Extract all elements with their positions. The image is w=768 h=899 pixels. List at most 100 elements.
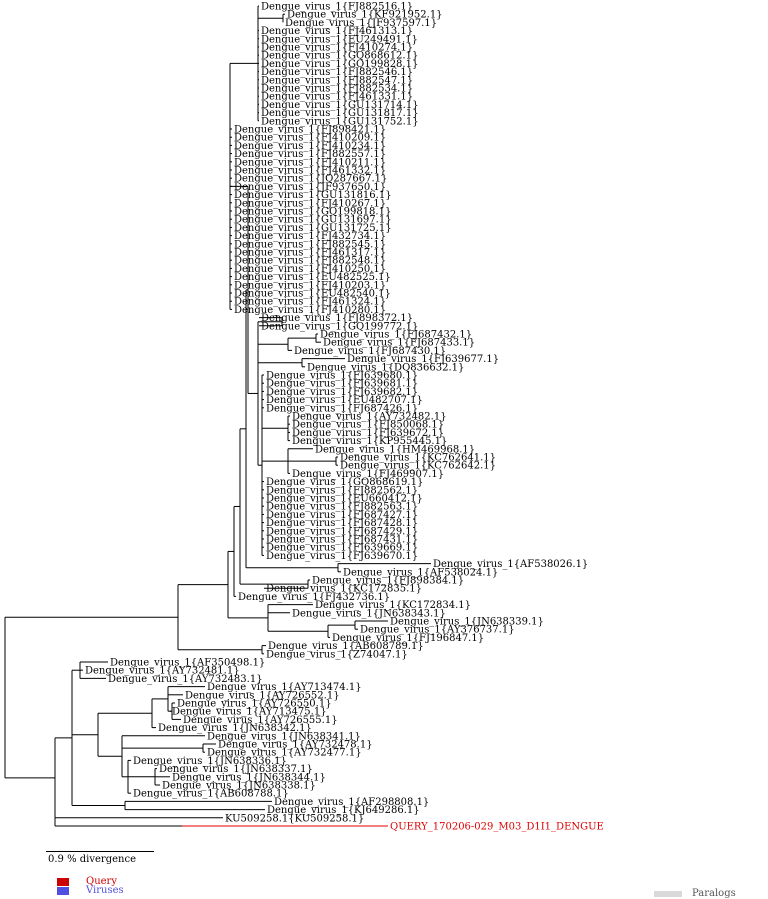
leaf-label: Dengue_virus_1{EU249491.1}	[261, 34, 418, 45]
leaf-label: Dengue_virus_1{FJ687431.1}	[266, 535, 418, 546]
leaf-label: Dengue_virus_1{FJ687426.1}	[266, 403, 418, 414]
query-leaf-label: QUERY_170206-029_M03_D1I1_DENGUE	[390, 822, 604, 833]
leaf-label: Dengue_virus_1{GQ199818.1}	[234, 207, 391, 218]
leaf-label: Dengue_virus_1{GU131752.1}	[261, 116, 419, 127]
leaf-label: Dengue_virus_1{AY726550.1}	[177, 699, 332, 710]
leaf-label: Dengue_virus_1{FJ461317.1}	[234, 248, 386, 259]
leaf-label: Dengue_virus_1{FJ639677.1}	[347, 354, 499, 365]
leaf-label: Dengue_virus_1{FJ882548.1}	[234, 256, 386, 267]
leaf-label: Dengue_virus_1{JN638343.1}	[292, 608, 446, 619]
leaf-label: Dengue_virus_1{FJ461324.1}	[234, 297, 386, 308]
leaf-label: Dengue_virus_1{KC172835.1}	[266, 584, 422, 595]
leaf-label: Dengue_virus_1{EU482707.1}	[266, 395, 423, 406]
tree-branches	[4, 5, 431, 827]
leaf-label: Dengue_virus_1{FJ687432.1}	[320, 330, 472, 341]
leaf-label: Dengue_virus_1{GQ868612.1}	[261, 51, 418, 62]
leaf-label: Dengue_virus_1{FJ898372.1}	[261, 313, 413, 324]
leaf-label: Dengue_virus_1{Z74047.1}	[266, 649, 408, 660]
leaf-label: Dengue_virus_1{FJ410203.1}	[234, 280, 386, 291]
leaf-label: Dengue_virus_1{AF298808.1}	[274, 797, 429, 808]
leaf-label: Dengue_virus_1{FJ882546.1}	[261, 67, 413, 78]
leaf-label: Dengue_virus_1{AF350498.1}	[110, 658, 265, 669]
leaf-label: Dengue_virus_1{GU131817.1}	[261, 108, 419, 119]
leaf-label: Dengue_virus_1{JN638341.1}	[207, 731, 361, 742]
leaf-label: Dengue_virus_1{FJ687427.1}	[266, 510, 418, 521]
leaf-label: Dengue_virus_1{FJ898384.1}	[312, 576, 464, 587]
legend-query-label: Query	[86, 876, 117, 887]
leaf-label: Dengue_virus_1{AY376737.1}	[360, 625, 515, 636]
leaf-label: Dengue_virus_1{JF937650.1}	[234, 182, 386, 193]
leaf-label: Dengue_virus_1{FJ882563.1}	[266, 502, 418, 513]
leaf-label: KU509258.1{KU509258.1}	[225, 813, 364, 824]
leaf-label: Dengue_virus_1{AY713474.1}	[207, 682, 362, 693]
leaf-label: Dengue_virus_1{FJ882557.1}	[234, 149, 386, 160]
leaf-label: Dengue_virus_1{KC762641.1}	[340, 453, 496, 464]
leaf-label: Dengue_virus_1{JN638337.1}	[159, 764, 313, 775]
leaf-label: Dengue_virus_1{FJ410267.1}	[234, 198, 386, 209]
leaf-label: Dengue_virus_1{FJ687428.1}	[266, 518, 418, 529]
leaf-label: Dengue_virus_1{FJ882534.1}	[261, 84, 413, 95]
leaf-label: Dengue_virus_1{FJ639672.1}	[292, 428, 444, 439]
leaf-label: Dengue_virus_1{DQ836632.1}	[307, 362, 464, 373]
leaf-label: Dengue_virus_1{KF921952.1}	[287, 10, 443, 21]
leaf-label: Dengue_virus_1{EU660412.1}	[266, 494, 423, 505]
leaf-label: Dengue_virus_1{FJ639680.1}	[266, 371, 418, 382]
legend-paralogs-swatch	[654, 890, 682, 897]
leaf-label: Dengue_virus_1{KC172834.1}	[315, 600, 471, 611]
leaf-label: Dengue_virus_1{FJ687430.1}	[294, 346, 446, 357]
leaf-label: Dengue_virus_1{KC762642.1}	[340, 461, 496, 472]
leaf-label: Dengue_virus_1{FJ639670.1}	[266, 551, 418, 562]
legend-query: Query	[57, 876, 117, 887]
leaf-label: Dengue_virus_1{FJ639669.1}	[266, 543, 418, 554]
leaf-label: Dengue_virus_1{GQ199772.1}	[261, 321, 418, 332]
leaf-label: Dengue_virus_1{GU131725.1}	[234, 223, 392, 234]
legend-viruses: Viruses	[57, 885, 124, 896]
leaf-label: Dengue_virus_1{GU131714.1}	[261, 100, 419, 111]
leaf-label: Dengue_virus_1{FJ882516.1}	[261, 2, 413, 13]
leaf-label: Dengue_virus_1{EU482525.1}	[234, 272, 391, 283]
leaf-label: Dengue_virus_1{FJ410280.1}	[234, 305, 386, 316]
leaf-label: Dengue_virus_1{JN638338.1}	[162, 781, 316, 792]
leaf-label: Dengue_virus_1{FJ432734.1}	[234, 231, 386, 242]
leaf-label: Dengue_virus_1{FJ410209.1}	[234, 133, 386, 144]
legend-paralogs: Paralogs	[654, 888, 736, 899]
legend-query-swatch	[57, 877, 69, 886]
leaf-label: Dengue_virus_1{GU131816.1}	[234, 190, 392, 201]
leaf-label: Dengue_virus_1{FJ469907.1}	[292, 469, 444, 480]
leaf-label: Dengue_virus_1{JN638339.1}	[390, 617, 544, 628]
leaf-label: Dengue_virus_1{JQ287667.1}	[234, 174, 387, 185]
leaf-label: Dengue_virus_1{FJ461332.1}	[234, 166, 386, 177]
tree-labels: Dengue_virus_1{FJ882516.1}Dengue_virus_1…	[85, 2, 604, 833]
scale-bar-label: 0.9 % divergence	[48, 854, 136, 865]
leaf-label: Dengue_virus_1{AY732481.1}	[85, 666, 240, 677]
leaf-label: Dengue_virus_1{FJ639682.1}	[266, 387, 418, 398]
leaf-label: Dengue_virus_1{FJ898421.1}	[234, 125, 386, 136]
leaf-label: Dengue_virus_1{FJ461313.1}	[261, 26, 413, 37]
scale-bar: 0.9 % divergence	[46, 848, 156, 868]
leaf-label: Dengue_virus_1{JN638336.1}	[133, 756, 287, 767]
leaf-label: Dengue_virus_1{JN638344.1}	[172, 772, 326, 783]
leaf-label: Dengue_virus_1{FJ461331.1}	[261, 92, 413, 103]
leaf-label: Dengue_virus_1{AB608789.1}	[268, 641, 424, 652]
leaf-label: Dengue_virus_1{FJ882562.1}	[266, 485, 418, 496]
leaf-label: Dengue_virus_1{AY726555.1}	[183, 715, 338, 726]
leaf-label: Dengue_virus_1{FJ639681.1}	[266, 379, 418, 390]
leaf-label: Dengue_virus_1{AY732483.1}	[108, 674, 263, 685]
leaf-label: Dengue_virus_1{FJ410274.1}	[261, 43, 413, 54]
leaf-label: Dengue_virus_1{GQ199828.1}	[261, 59, 418, 70]
leaf-label: Dengue_virus_1{FJ850068.1}	[292, 420, 444, 431]
leaf-label: Dengue_virus_1{AF538026.1}	[433, 559, 588, 570]
leaf-label: Dengue_virus_1{HM469968.1}	[315, 444, 475, 455]
leaf-label: Dengue_virus_1{AY732482.1}	[292, 412, 447, 423]
legend-paralogs-label: Paralogs	[692, 888, 736, 899]
leaf-label: Dengue_virus_1{FJ410234.1}	[234, 141, 386, 152]
leaf-label: Dengue_virus_1{JF937597.1}	[285, 18, 437, 29]
scale-bar-line	[46, 851, 154, 852]
leaf-label: Dengue_virus_1{FJ410250.1}	[234, 264, 386, 275]
leaf-label: Dengue_virus_1{AY732478.1}	[218, 740, 373, 751]
leaf-label: Dengue_virus_1{FJ687433.1}	[323, 338, 475, 349]
leaf-label: Dengue_virus_1{FJ882547.1}	[261, 75, 413, 86]
leaf-label: Dengue_virus_1{KJ649286.1}	[267, 805, 420, 816]
leaf-label: Dengue_virus_1{FJ196847.1}	[332, 633, 484, 644]
